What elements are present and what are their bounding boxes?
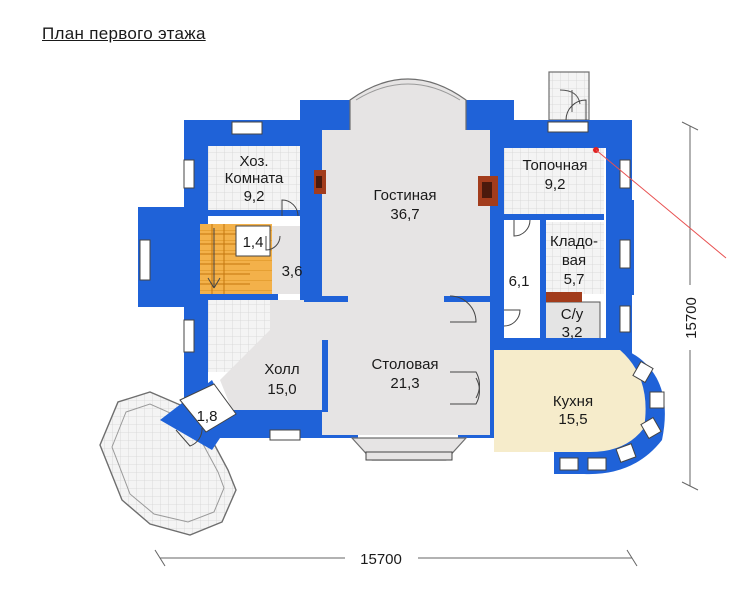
label-khoz-area: 9,2	[244, 188, 265, 205]
label-holl-area: 15,0	[267, 381, 296, 398]
label-kukhnya-name: Кухня	[553, 393, 593, 410]
stairs-arrow	[207, 228, 221, 289]
label-khoz-line1: Хоз.	[239, 153, 268, 170]
room-su-floor	[543, 301, 601, 343]
label-stolovaya-area: 21,3	[390, 375, 419, 392]
room-khoz-floor	[208, 146, 300, 210]
small-stair-room	[235, 225, 271, 257]
label-gostinaya-name: Гостиная	[374, 187, 437, 204]
red-marker	[593, 147, 727, 259]
kitchen-windows	[559, 360, 665, 471]
dimension-lines	[154, 121, 699, 567]
label-kladovaya-line1: Кладо-	[550, 233, 598, 250]
label-topochnaya-name: Топочная	[522, 157, 587, 174]
room-small-hall-floor	[504, 214, 544, 302]
hall-floor	[220, 300, 322, 410]
windows	[139, 121, 631, 441]
tambur-floor	[179, 383, 237, 433]
label-topochnaya-area: 9,2	[545, 176, 566, 193]
label-small-hall-area: 6,1	[509, 273, 530, 290]
kitchen	[490, 348, 665, 475]
label-corridor-area: 3,6	[282, 263, 303, 280]
label-kladovaya-area: 5,7	[564, 271, 585, 288]
plan-title: План первого этажа	[42, 24, 206, 43]
dimension-depth: 15700	[683, 297, 700, 339]
living-bay	[349, 78, 467, 141]
living-dining-floor	[322, 130, 490, 435]
dining-bay	[350, 437, 468, 461]
label-khoz-line2: Комната	[225, 170, 284, 187]
label-stair-small-area: 1,4	[243, 234, 264, 251]
stairs-steps	[200, 224, 250, 294]
label-gostinaya-area: 36,7	[390, 206, 419, 223]
label-su-area: 3,2	[562, 324, 583, 341]
label-su-name: С/у	[561, 306, 584, 323]
room-labels: Хоз. Комната 9,2 1,4 3,6 Гостиная 36,7 Т…	[197, 153, 598, 428]
room-kladovaya-floor	[544, 222, 604, 294]
label-kladovaya-line2: вая	[562, 252, 586, 269]
fireplaces	[314, 170, 582, 302]
label-kukhnya-area: 15,5	[558, 411, 587, 428]
room-topochnaya-floor	[504, 148, 604, 214]
doors	[175, 99, 587, 447]
dimension-width: 15700	[360, 551, 402, 568]
chimney-top	[548, 71, 590, 121]
label-stolovaya-name: Столовая	[371, 356, 438, 373]
label-tambur-area: 1,8	[197, 408, 218, 425]
label-holl-name: Холл	[264, 361, 299, 378]
